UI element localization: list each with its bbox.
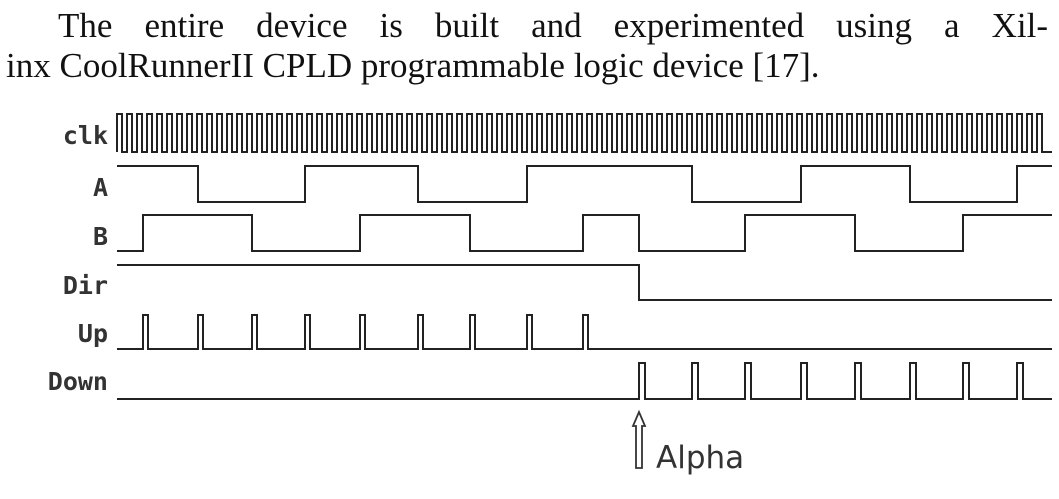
waveform-a bbox=[117, 165, 1052, 203]
signal-label-a: A bbox=[93, 173, 108, 202]
signal-label-up: Up bbox=[78, 319, 108, 348]
annotation-alpha: Alpha bbox=[656, 440, 744, 476]
waveform-clk bbox=[116, 113, 1052, 153]
waveform-down bbox=[117, 362, 1052, 400]
arrow-up-icon bbox=[631, 409, 647, 469]
waveform-dir bbox=[117, 264, 1052, 301]
signal-label-down: Down bbox=[48, 367, 108, 396]
signal-label-dir: Dir bbox=[63, 271, 108, 300]
signal-label-clk: clk bbox=[63, 121, 108, 150]
waveform-up bbox=[117, 314, 1052, 350]
paragraph-line-1: The entire device is built and experimen… bbox=[58, 6, 1048, 45]
signal-label-b: B bbox=[93, 222, 108, 251]
paragraph-line-2: inx CoolRunnerII CPLD programmable logic… bbox=[6, 46, 820, 85]
waveform-b bbox=[117, 214, 1052, 252]
